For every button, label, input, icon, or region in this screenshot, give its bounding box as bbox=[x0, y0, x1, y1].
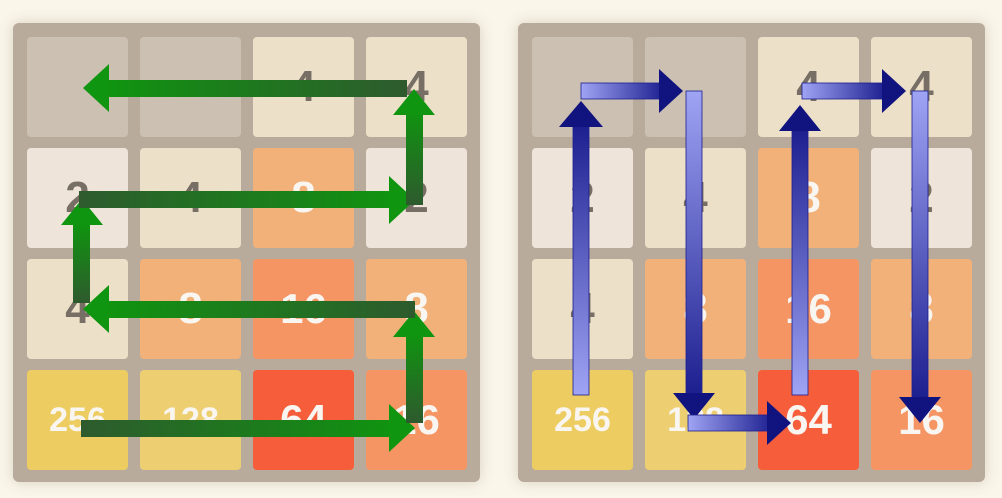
arrow-up-col3 bbox=[779, 105, 821, 396]
arrow-up-col4-upper bbox=[393, 89, 435, 205]
arrow-left-row3 bbox=[83, 285, 415, 333]
arrow-right-bottom-col2-col3 bbox=[687, 401, 791, 445]
tile-r2-c2: 16 bbox=[758, 259, 859, 359]
column-path-arrows bbox=[559, 69, 941, 445]
tile-r3-c0: 256 bbox=[532, 370, 633, 470]
arrow-up-col1 bbox=[559, 101, 603, 396]
arrow-left-row1 bbox=[83, 64, 407, 112]
arrow-right-row2 bbox=[79, 176, 415, 224]
game-board-left: 4 4 2 4 8 2 4 8 16 8 256 128 64 16 bbox=[13, 23, 480, 482]
arrow-up-col4-lower bbox=[393, 311, 435, 423]
arrow-right-top-col3-col4 bbox=[801, 69, 906, 113]
arrow-up-col1 bbox=[61, 199, 103, 303]
arrow-down-col2 bbox=[673, 90, 715, 419]
snake-path-arrows bbox=[61, 64, 435, 452]
arrow-right-top-col1-col2 bbox=[580, 69, 683, 113]
game-board-right: 4 4 2 4 8 2 4 8 16 8 256 128 64 16 bbox=[518, 23, 985, 482]
arrow-right-row4 bbox=[81, 404, 415, 452]
arrow-down-col4 bbox=[899, 90, 941, 423]
